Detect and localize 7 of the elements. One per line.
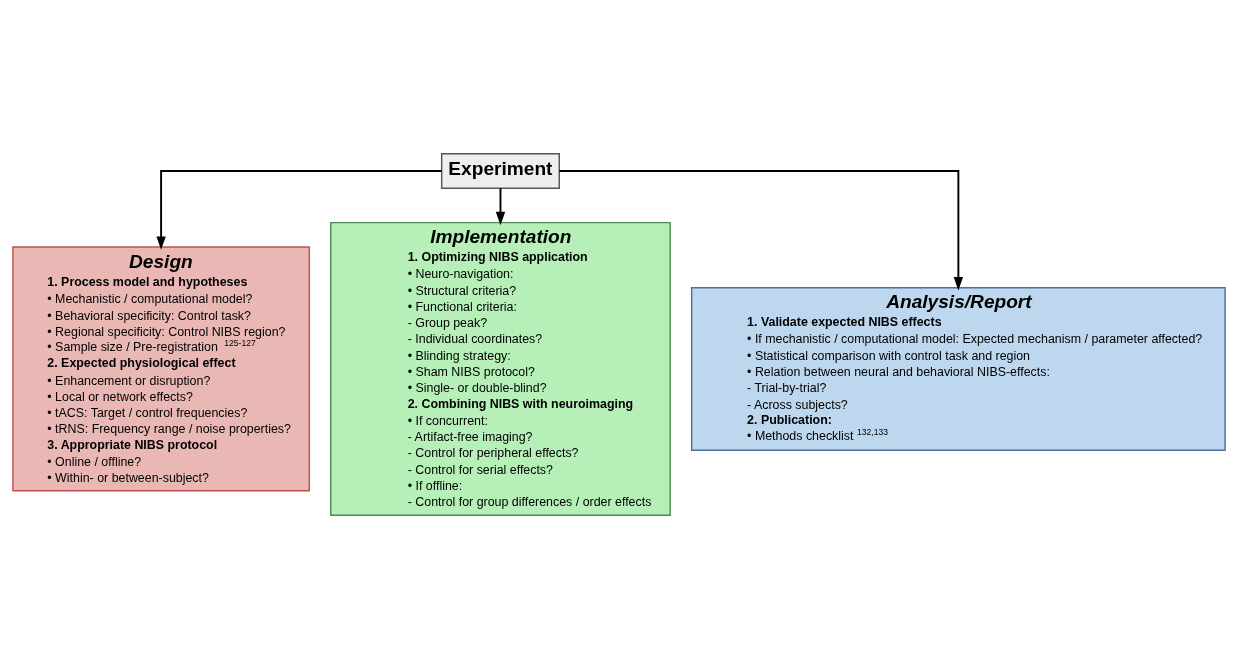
- node-box: Design 1. Process model and hypotheses • Mechanistic / computational model? • Behavioral specificity: Control task? • Regional specificity: Control NIBS region? • Sample size / Pre-registration$^{125-127}$ 2. Expected physiological effect • Enhancement or disruption? • Local or network effects? • tACS: Target / control frequencies? • tRNS: Frequency range / noise properties? 3. Appropriate NIBS protocol • Online / offline? • Within- or between-subject?: [12, 245, 310, 491]
- arrow: [558, 169, 964, 290]
- node-box: Experiment: [440, 152, 560, 189]
- node-box: Analysis/Report 1. Validate expected NIBS effects • If mechanistic / computational model: Expected mechanism / parameter affected? • Statistical comparison with control task and region • Relation between neural and behavioral NIBS-effects: - Trial-by-trial? - Across subjects? 2. Publication: • Methods checklist$^{132,133}$: [690, 286, 1226, 451]
- arrow: [495, 186, 506, 225]
- arrow: [156, 169, 443, 250]
- node-box: Implementation 1. Optimizing NIBS application • Neuro-navigation: • Structural criteria? • Functional criteria: - Group peak? - Individual coordinates? • Blinding strategy: • Sham NIBS protocol? • Single- or double-blind? 2. Combining NIBS with neuroimaging • If concurrent: - Artifact-free imaging? - Control for peripheral effects? - Control for serial effects? • If offline: - Control for group differences / order effects: [330, 221, 671, 516]
